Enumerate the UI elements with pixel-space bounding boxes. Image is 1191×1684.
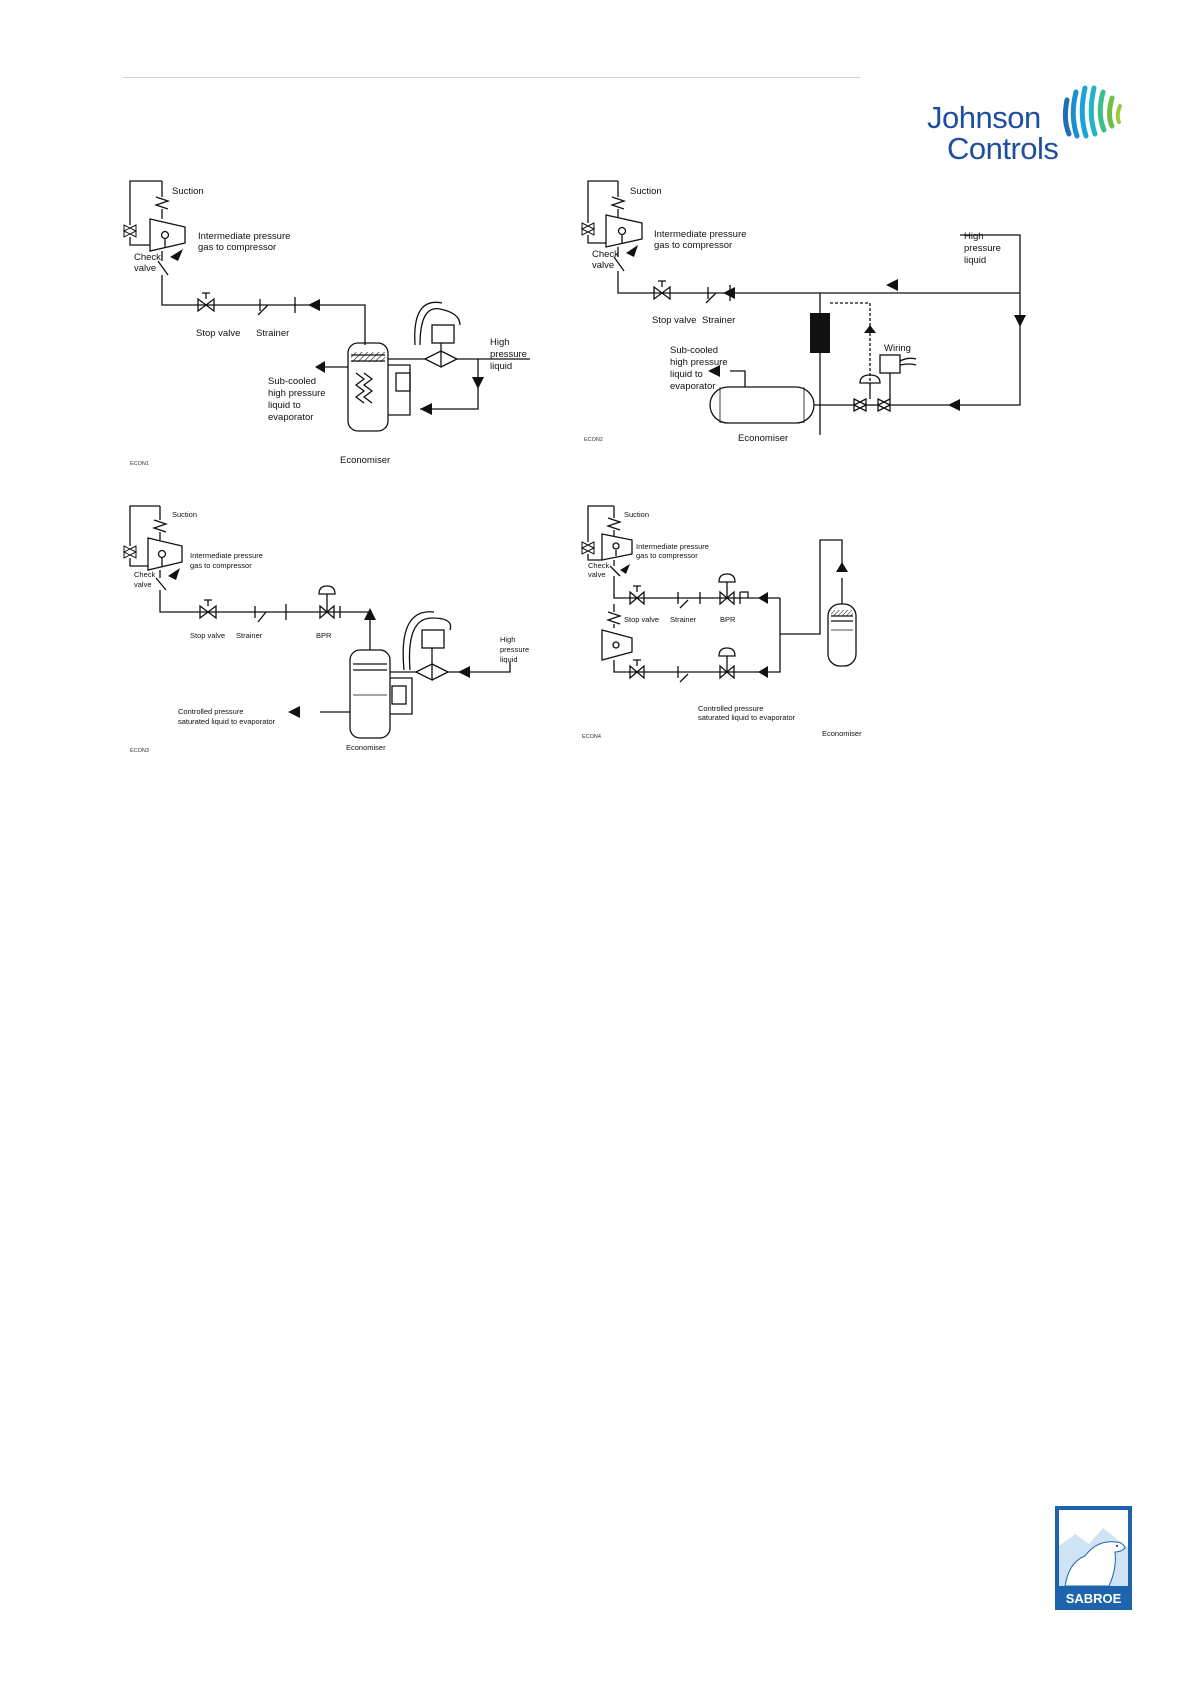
econ3-high-label-1: High [500,635,515,644]
econ2-intermediate-label-1: Intermediate pressure [654,229,746,240]
brand-line-2: Controls [947,131,1059,166]
econ4-suction-label: Suction [624,510,649,519]
sabroe-logo: SABROE [1055,1506,1132,1610]
diagram-econ1: Suction Intermediate pressure gas to com… [120,175,580,475]
econ2-stop-valve-label: Stop valve [652,315,696,326]
econ2-check-label-1: Check [592,249,619,260]
econ3-intermediate-label-2: gas to compressor [190,561,252,570]
econ3-controlled-label-2: saturated liquid to evaporator [178,717,276,726]
econ4-controlled-label-2: saturated liquid to evaporator [698,713,796,722]
diagram-econ3: Suction Intermediate pressure gas to com… [120,500,560,760]
econ2-high-label-1: High [964,231,984,242]
econ1-economiser-label: Economiser [340,455,390,466]
econ3-bpr-label: BPR [316,631,332,640]
econ3-check-label-2: valve [134,580,152,589]
diagram-econ1-lines [122,180,530,432]
econ3-high-label-3: liquid [500,655,518,664]
econ1-high-label-1: High [490,337,510,348]
econ2-wiring-label: Wiring [884,343,911,354]
econ1-subcooled-label-4: evaporator [268,412,313,423]
econ2-high-label-2: pressure [964,243,1001,254]
johnson-controls-logo: Johnson Controls [927,100,1059,166]
diagram-econ2: Suction Intermediate pressure gas to com… [580,175,1040,475]
econ2-suction-label: Suction [630,186,662,197]
econ4-controlled-label-1: Controlled pressure [698,704,763,713]
econ1-subcooled-label-1: Sub-cooled [268,376,316,387]
econ4-check-label-1: Check [588,561,610,570]
econ3-high-label-2: pressure [500,645,529,654]
econ1-suction-label: Suction [172,186,204,197]
econ1-strainer-label: Strainer [256,328,289,339]
econ3-stop-valve-label: Stop valve [190,631,225,640]
econ2-check-label-2: valve [592,260,614,271]
econ1-high-label-2: pressure [490,349,527,360]
econ3-check-label-1: Check [134,570,156,579]
econ1-subcooled-label-2: high pressure [268,388,326,399]
econ4-stop-valve-label: Stop valve [624,615,659,624]
econ1-check-label-2: valve [134,263,156,274]
econ2-subcooled-label-1: Sub-cooled [670,345,718,356]
header-rule [123,77,860,78]
econ4-strainer-label: Strainer [670,615,697,624]
econ2-subcooled-label-4: evaporator [670,381,715,392]
econ4-intermediate-label-2: gas to compressor [636,551,698,560]
econ2-economiser-label: Economiser [738,433,788,444]
econ4-bpr-label: BPR [720,615,736,624]
econ2-subcooled-label-2: high pressure [670,357,728,368]
econ3-economiser-label: Economiser [346,743,386,752]
econ1-code: ECON1 [130,461,149,467]
brand-line-1: Johnson [927,100,1041,135]
econ1-high-label-3: liquid [490,361,512,372]
econ2-strainer-label: Strainer [702,315,735,326]
econ4-code: ECON4 [582,734,601,740]
econ3-intermediate-label-1: Intermediate pressure [190,551,263,560]
econ2-code: ECON2 [584,437,603,443]
econ3-code: ECON3 [130,748,149,754]
johnson-controls-mark-icon [1062,85,1122,139]
econ4-check-label-2: valve [588,570,606,579]
econ2-subcooled-label-3: liquid to [670,369,703,380]
diagram-econ4: Suction Intermediate pressure gas to com… [580,500,920,760]
econ3-controlled-label-1: Controlled pressure [178,707,243,716]
econ3-strainer-label: Strainer [236,631,263,640]
econ1-intermediate-label-2: gas to compressor [198,242,276,253]
econ2-intermediate-label-2: gas to compressor [654,240,732,251]
econ1-check-label-1: Check [134,252,161,263]
econ1-subcooled-label-3: liquid to [268,400,301,411]
econ1-intermediate-label-1: Intermediate pressure [198,231,290,242]
sabroe-label: SABROE [1066,1591,1122,1606]
econ4-intermediate-label-1: Intermediate pressure [636,542,709,551]
econ2-high-label-3: liquid [964,255,986,266]
econ4-economiser-label: Economiser [822,729,862,738]
econ1-stop-valve-label: Stop valve [196,328,240,339]
econ3-suction-label: Suction [172,510,197,519]
